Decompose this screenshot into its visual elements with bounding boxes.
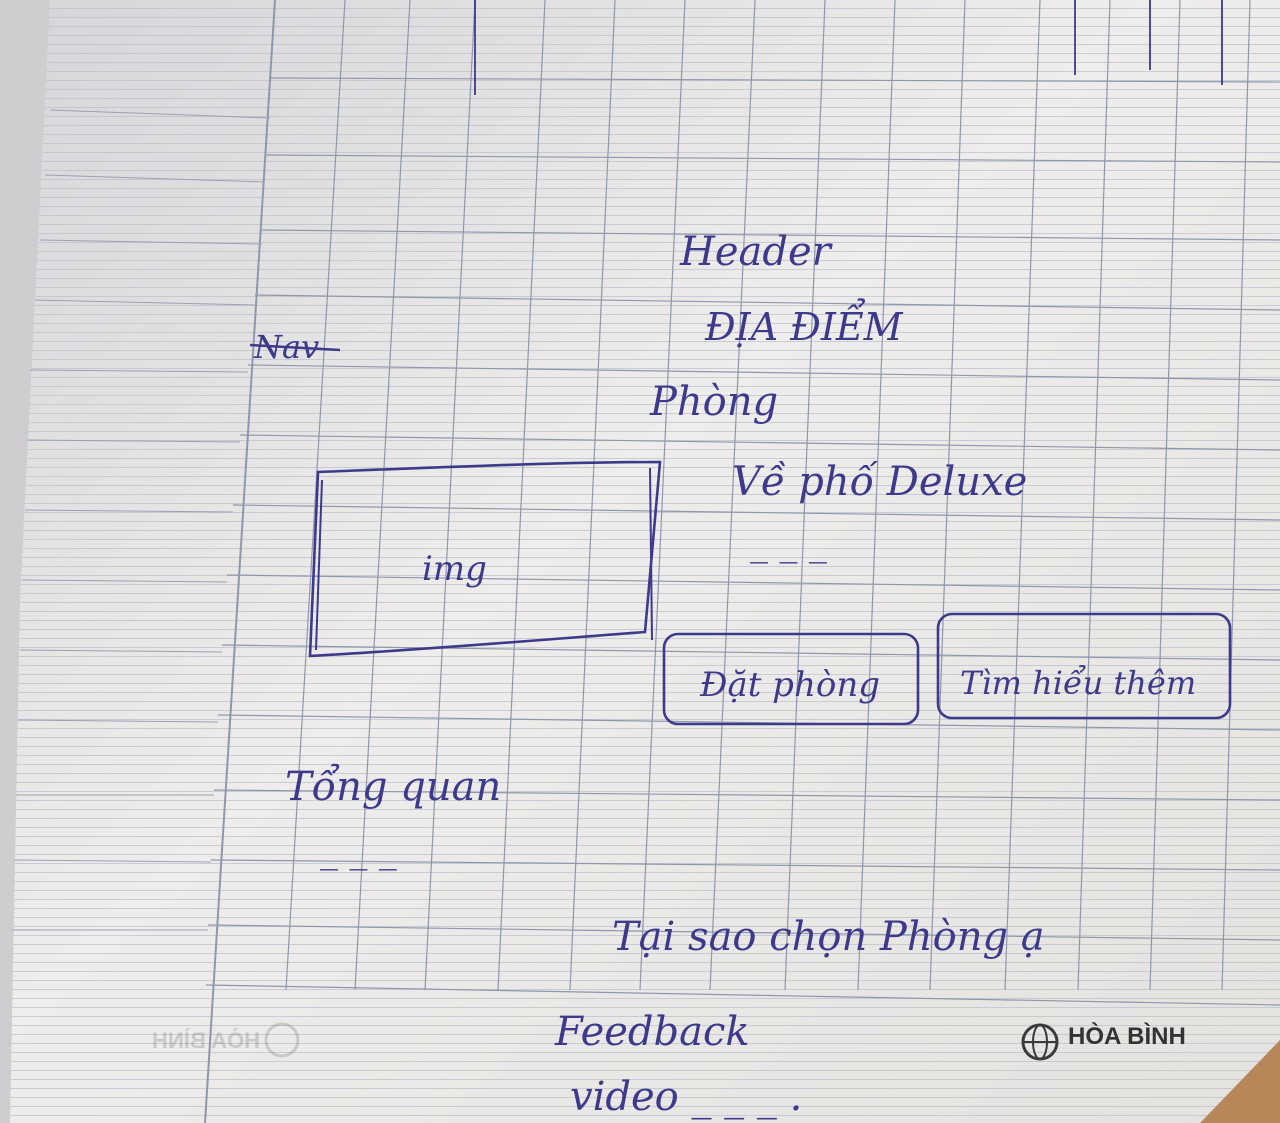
grid-horizontal — [205, 77, 1280, 1006]
nav-note-crossed: Nav — [249, 328, 341, 366]
why-choose-note: Tại sao chọn Phòng ạ — [612, 914, 1045, 960]
room-name-note: Về phố Deluxe — [732, 459, 1027, 505]
rooms-note: Phòng — [649, 379, 778, 425]
grid-vertical — [204, 0, 1251, 1123]
feedback-note: Feedback — [554, 1009, 750, 1055]
header-note: Header — [679, 229, 834, 275]
book-button-label: Đặt phòng — [699, 665, 880, 705]
brand-text: HÒA BÌNH — [1068, 1022, 1186, 1050]
overview-desc-note: _ _ _ — [320, 830, 397, 871]
location-note: ĐỊA ĐIỂM — [704, 299, 904, 349]
more-button-sketch: Tìm hiểu thêm — [936, 612, 1232, 720]
brand-mirrored-text: HÒA BÌNH — [152, 1028, 260, 1053]
book-button-sketch: Đặt phòng — [662, 632, 920, 726]
image-label: img — [422, 549, 487, 589]
notebook-brand: HÒA BÌNH — [1021, 1022, 1186, 1061]
brand-bleed-through: HÒA BÌNH — [152, 1022, 300, 1058]
more-button-label: Tìm hiểu thêm — [960, 664, 1196, 702]
image-placeholder: img — [308, 460, 662, 658]
video-note: video _ _ _ . — [570, 1074, 802, 1120]
overview-note: Tổng quan — [285, 764, 501, 810]
room-desc-note: _ _ _ — [750, 523, 827, 564]
